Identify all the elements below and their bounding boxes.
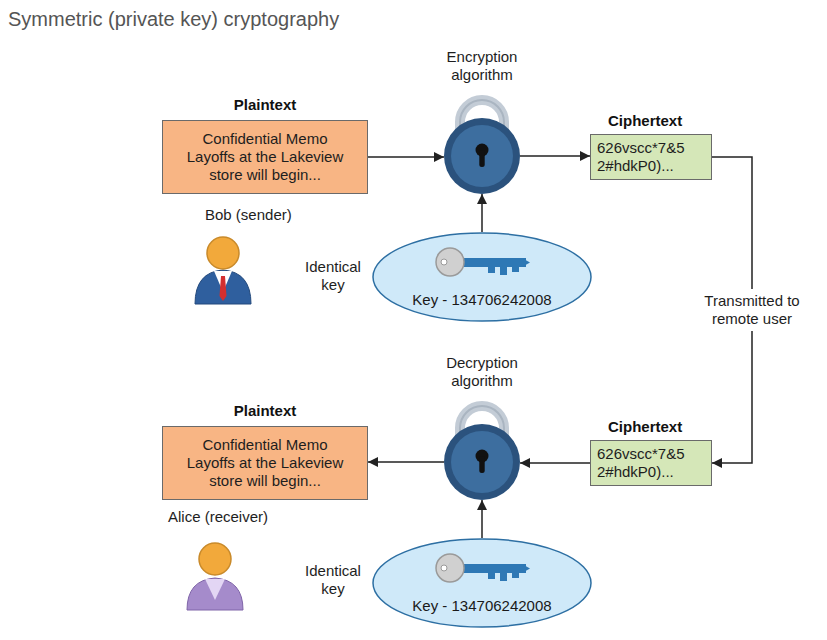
plaintext-frame: Confidential Memo Layoffs at the Lakevie… [162, 120, 368, 194]
ciphertext-frame: 626vscc*7&5 2#hdkP0)... [590, 134, 712, 180]
key-teeth [488, 564, 530, 581]
free-label: Identical key [298, 258, 368, 294]
box-text: Confidential Memo Layoffs at the Lakevie… [183, 130, 347, 184]
lock-body [444, 118, 520, 194]
plaintext-box: PlaintextConfidential Memo Layoffs at th… [162, 96, 368, 194]
connector-arrow [520, 155, 590, 157]
receiver-head [199, 543, 231, 575]
key-ellipse: Key - 134706242008 [372, 232, 592, 322]
connector-group [368, 156, 752, 538]
key-text-block: Key - 134706242008 [372, 291, 592, 309]
connector-arrow [368, 156, 444, 158]
sender-body [195, 270, 251, 304]
connector-arrow [520, 462, 590, 464]
key-teeth [488, 258, 530, 275]
lock-face [451, 125, 513, 187]
key-shaft [462, 258, 526, 267]
lock-keyhole-slot [479, 150, 484, 167]
key-icon [372, 538, 592, 628]
key-value: Key - 134706242008 [372, 291, 592, 309]
key-ellipse-shape [373, 539, 591, 627]
encryption-lock: Encryption algorithm [437, 48, 527, 196]
key-hole [441, 565, 447, 571]
algorithm-label: Encryption algorithm [437, 48, 527, 84]
lock-keyhole-slot [479, 456, 484, 473]
key-head [436, 248, 464, 276]
connector-arrow [481, 500, 483, 538]
box-text: 626vscc*7&5 2#hdkP0)... [597, 445, 705, 481]
lock-icon [442, 86, 522, 196]
lock-body [444, 424, 520, 500]
lock-icon [442, 392, 522, 502]
connector-arrow [368, 461, 444, 463]
connector-arrow [481, 194, 483, 232]
connector-label: Transmitted to remote user [693, 289, 811, 331]
sender-tie [220, 276, 227, 301]
plaintext-frame: Confidential Memo Layoffs at the Lakevie… [162, 426, 368, 500]
free-label: Bob (sender) [205, 206, 292, 224]
ciphertext-frame: 626vscc*7&5 2#hdkP0)... [590, 440, 712, 486]
box-heading: Ciphertext [590, 418, 712, 436]
box-text: 626vscc*7&5 2#hdkP0)... [597, 139, 705, 175]
decryption-lock: Decryption algorithm [437, 354, 527, 502]
key-icon [372, 232, 592, 322]
ciphertext-box: Ciphertext 626vscc*7&5 2#hdkP0)... [590, 112, 712, 180]
receiver-collar [205, 579, 225, 600]
key-shaft [462, 564, 526, 573]
box-heading: Ciphertext [590, 112, 712, 130]
key-value: Key - 134706242008 [372, 597, 592, 615]
key-head [436, 554, 464, 582]
algorithm-label: Decryption algorithm [437, 354, 527, 390]
free-label: Identical key [298, 562, 368, 598]
box-heading: Plaintext [162, 96, 368, 114]
sender-icon [195, 237, 251, 304]
key-text-block: Key - 134706242008 [372, 597, 592, 615]
sender-head [207, 237, 239, 269]
diagram-title: Symmetric (private key) cryptography [8, 7, 339, 31]
ciphertext-box: Ciphertext 626vscc*7&5 2#hdkP0)... [590, 418, 712, 486]
key-hole [441, 259, 447, 265]
plaintext-box: PlaintextConfidential Memo Layoffs at th… [162, 402, 368, 500]
key-ellipse-shape [373, 233, 591, 321]
ellipse-outline [372, 232, 592, 322]
receiver-icon [187, 543, 243, 610]
box-text: Confidential Memo Layoffs at the Lakevie… [183, 436, 347, 490]
free-label: Alice (receiver) [168, 508, 268, 526]
key-ellipse: Key - 134706242008 [372, 538, 592, 628]
box-heading: Plaintext [162, 402, 368, 420]
lock-face [451, 431, 513, 493]
ellipse-outline [372, 538, 592, 628]
receiver-body [187, 578, 243, 610]
